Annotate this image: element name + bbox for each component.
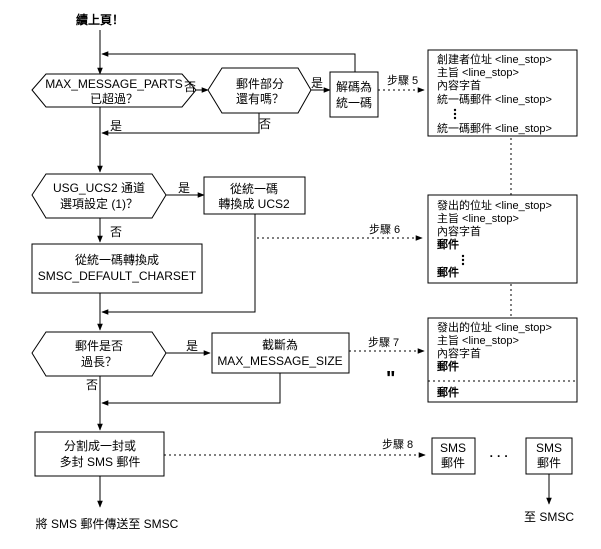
decision-message-too-long: 郵件是否 過長？ bbox=[31, 331, 167, 377]
panel7-line1: 發出的位址 <line_stop> bbox=[437, 320, 552, 334]
connectors bbox=[97, 30, 552, 508]
flow-more-parts-no-arrow bbox=[101, 113, 260, 136]
panel-step6: 發出的位址 <line_stop> 主旨 <line_stop> 內容字首 郵件… bbox=[427, 194, 578, 284]
terminal-to-smsc: 至 SMSC bbox=[524, 510, 574, 524]
step7-label: 步驟 7 bbox=[368, 336, 399, 349]
edge-label-max-parts-no: 否 bbox=[184, 80, 196, 94]
panel6-vertical-ellipsis bbox=[461, 254, 465, 266]
decision-more-parts: 郵件部分 還有嗎？ bbox=[207, 67, 312, 114]
flow-truncate-merge-arrow bbox=[101, 373, 281, 406]
sms-message-box-1: SMS 郵件 bbox=[431, 437, 476, 475]
step-connectors bbox=[164, 87, 512, 458]
flow-convert-merge-arrow bbox=[101, 214, 256, 315]
decision-too-long-line1: 郵件是否 bbox=[75, 339, 123, 353]
step5-label: 步驟 5 bbox=[387, 74, 418, 87]
panel6-line4: 郵件 bbox=[437, 237, 459, 251]
panel-step7: 發出的位址 <line_stop> 主旨 <line_stop> 內容字首 郵件… bbox=[427, 317, 578, 403]
panel6-line5: 郵件 bbox=[437, 265, 459, 279]
panel7-line2: 主旨 <line_stop> bbox=[437, 334, 519, 347]
process-convert-ucs2: 從統一碼 轉換成 UCS2 bbox=[203, 176, 306, 215]
process-decode-line2: 統一碼 bbox=[336, 96, 372, 110]
decision-usg-ucs2: USG_UCS2 通道 選項設定 (1)？ bbox=[31, 173, 167, 219]
edge-label-usg-no: 否 bbox=[110, 225, 122, 239]
process-split-line2: 多封 SMS 郵件 bbox=[60, 455, 141, 469]
panel5-line1: 創建者位址 <line_stop> bbox=[437, 52, 552, 66]
decision-too-long-line2: 過長？ bbox=[81, 355, 117, 369]
panel7-line4: 郵件 bbox=[437, 359, 459, 373]
decision-more-parts-line2: 還有嗎？ bbox=[236, 92, 284, 106]
decision-max-parts-line1: MAX_MESSAGE_PARTS bbox=[45, 77, 183, 91]
decision-max-parts-line2: 已超過？ bbox=[90, 91, 138, 106]
process-split-line1: 分割成一封或 bbox=[64, 438, 136, 453]
step8-label: 步驟 8 bbox=[382, 438, 413, 451]
edge-label-more-parts-no: 否 bbox=[259, 117, 271, 131]
process-charset-line2: SMSC_DEFAULT_CHARSET bbox=[38, 269, 197, 283]
edge-label-more-parts-yes: 是 bbox=[311, 76, 323, 90]
decision-usg-line2: 選項設定 (1)？ bbox=[60, 196, 138, 211]
panel5-line4: 統一碼郵件 <line_stop> bbox=[437, 92, 552, 106]
panel5-vertical-ellipsis bbox=[453, 108, 457, 120]
process-charset-line1: 從統一碼轉換成 bbox=[75, 253, 159, 267]
process-decode-unicode: 解碼為 統一碼 bbox=[329, 71, 379, 118]
process-truncate-line2: MAX_MESSAGE_SIZE bbox=[217, 354, 342, 368]
process-decode-line1: 解碼為 bbox=[336, 80, 372, 94]
process-truncate: 截斷為 MAX_MESSAGE_SIZE bbox=[211, 332, 350, 374]
edge-label-too-long-yes: 是 bbox=[186, 339, 198, 353]
flow-loop-back-arrow bbox=[101, 51, 356, 72]
panel-step5: 創建者位址 <line_stop> 主旨 <line_stop> 內容字首 統一… bbox=[427, 49, 578, 137]
panel7-line3: 內容字首 bbox=[437, 346, 481, 360]
process-convert-line1: 從統一碼 bbox=[230, 182, 278, 196]
sms-ellipsis: · · · bbox=[490, 449, 509, 463]
process-split-sms: 分割成一封或 多封 SMS 郵件 bbox=[34, 431, 165, 477]
process-convert-default-charset: 從統一碼轉換成 SMSC_DEFAULT_CHARSET bbox=[31, 243, 203, 294]
panel5-line3: 內容字首 bbox=[437, 78, 481, 92]
panel5-line2: 主旨 <line_stop> bbox=[437, 66, 519, 79]
sms-box2-line2: 郵件 bbox=[537, 456, 561, 470]
process-convert-line2: 轉換成 UCS2 bbox=[218, 197, 290, 211]
edge-label-usg-yes: 是 bbox=[178, 181, 190, 195]
decision-more-parts-line1: 郵件部分 bbox=[236, 76, 284, 91]
panel7-line5: 郵件 bbox=[437, 385, 459, 399]
edge-label-max-parts-yes: 是 bbox=[110, 119, 122, 133]
sms-box1-line2: 郵件 bbox=[441, 456, 465, 470]
panel5-line5: 統一碼郵件 <line_stop> bbox=[437, 121, 552, 135]
sms-box2-line1: SMS bbox=[536, 441, 562, 455]
continue-label: 續上頁！ bbox=[76, 12, 124, 27]
panel6-line2: 主旨 <line_stop> bbox=[437, 212, 519, 225]
panel6-line3: 內容字首 bbox=[437, 224, 481, 238]
edge-label-too-long-no: 否 bbox=[86, 378, 98, 392]
sms-box1-line1: SMS bbox=[440, 441, 466, 455]
process-truncate-line1: 截斷為 bbox=[262, 338, 298, 352]
panel6-line1: 發出的位址 <line_stop> bbox=[437, 198, 552, 212]
decision-usg-line1: USG_UCS2 通道 bbox=[53, 181, 145, 195]
terminal-send-to-smsc: 將 SMS 郵件傳送至 SMSC bbox=[36, 516, 179, 531]
sms-message-box-2: SMS 郵件 bbox=[525, 437, 573, 475]
cut-mark: " bbox=[386, 368, 395, 390]
decision-max-message-parts: MAX_MESSAGE_PARTS 已超過？ bbox=[31, 73, 197, 108]
step6-label: 步驟 6 bbox=[369, 223, 400, 236]
